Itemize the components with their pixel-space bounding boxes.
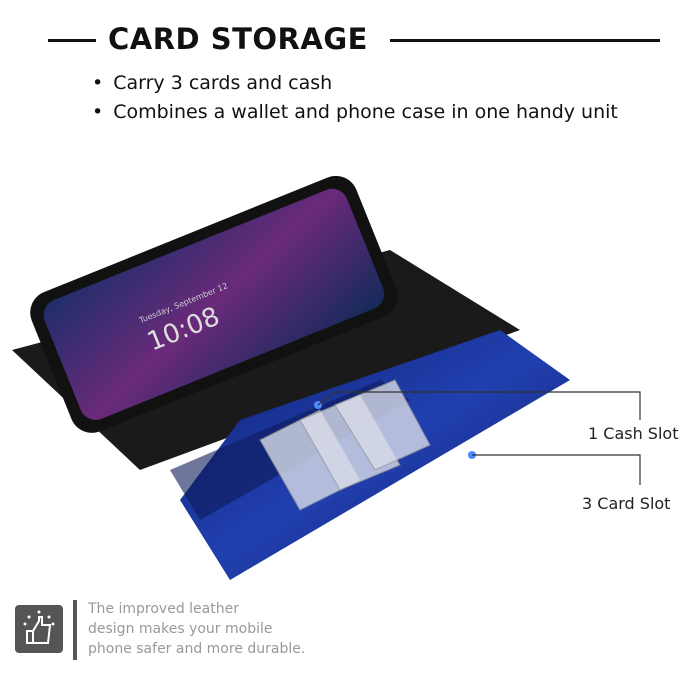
cash-callout-line	[317, 391, 641, 420]
divider	[73, 600, 77, 660]
thumbs-up-icon	[15, 605, 63, 653]
footer-text: The improved leather	[88, 601, 239, 617]
footer-text: phone safer and more durable.	[88, 641, 306, 657]
card-slot-label: 3 Card Slot	[582, 494, 671, 513]
phone: Tuesday, September 12 10:08	[30, 175, 398, 433]
bullet-item: Combines a wallet and phone case in one …	[92, 101, 618, 123]
page-title: CARD STORAGE	[108, 22, 368, 56]
footer-text: design makes your mobile	[88, 621, 273, 637]
title-rule-right	[390, 39, 660, 42]
card-slot	[334, 379, 431, 471]
bullet-item: Carry 3 cards and cash	[92, 72, 332, 94]
cash-slot-label: 1 Cash Slot	[588, 424, 679, 443]
card-callout-line	[472, 454, 641, 485]
card-slots	[259, 379, 431, 511]
title-rule-left	[48, 39, 96, 42]
